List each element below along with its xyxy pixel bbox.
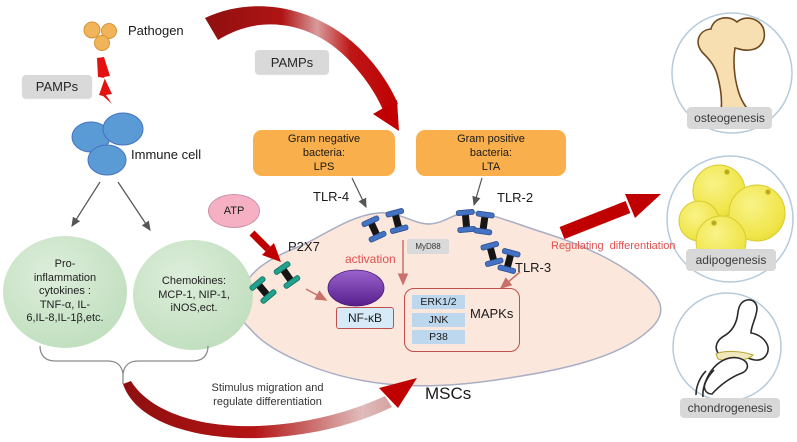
tlr3-to-mapk-arrow (499, 271, 521, 289)
knee-joint-icon (695, 299, 769, 398)
tlr4-label: TLR-4 (313, 189, 350, 204)
pro-inflammation-line: cytokines : (39, 285, 91, 297)
pro-inflammation-line: TNF-α, IL- (39, 298, 91, 311)
lightning-icon (97, 57, 112, 104)
pamps-center-badge: PAMPs (255, 50, 329, 74)
erk-chip: ERK1/2 (412, 295, 465, 309)
atp-arrowhead (262, 243, 281, 262)
immune-cell-icon (71, 112, 144, 176)
gram-negative-box: Gram negative bacteria: LPS (253, 130, 395, 176)
brace (39, 345, 209, 384)
nfkb-box: NF-κB (336, 307, 394, 329)
p38-chip: P38 (412, 330, 465, 344)
regulating-differentiation-label: Regulating differentiation (551, 240, 676, 252)
p2x7-label: P2X7 (288, 239, 320, 254)
gram-negative-line: bacteria: (302, 147, 346, 159)
activation-label: activation (345, 252, 396, 266)
adipogenesis-label: adipogenesis (686, 249, 776, 271)
regulating-arrow-shaft (559, 200, 631, 240)
pro-inflammation-text: Pro- inflammation cytokines : TNF-α, IL-… (10, 258, 120, 326)
pamps-to-bacteria-arrow (205, 6, 398, 111)
gram-negative-line: Gram negative (287, 133, 361, 145)
stimulus-caption-line: regulate differentiation (213, 396, 322, 408)
chemokines-text: Chemokines: MCP-1, NIP-1, iNOS,ect. (138, 275, 250, 316)
osteogenesis-label: osteogenesis (687, 107, 772, 129)
chemokines-ellipse (133, 240, 253, 350)
chemokines-line: MCP-1, NIP-1, (158, 288, 230, 301)
gram-positive-line: LTA (481, 161, 501, 173)
pathogen-icon (83, 21, 117, 51)
stimulus-caption-line: Stimulus migration and (211, 382, 324, 394)
regulating-arrowhead (625, 194, 661, 218)
gram-positive-box: Gram positive bacteria: LTA (416, 130, 566, 176)
mapks-label: MAPKs (470, 306, 514, 321)
gram-positive-line: Gram positive (457, 133, 525, 145)
arrow-to-cytokines (71, 181, 101, 228)
stimulus-caption: Stimulus migration and regulate differen… (185, 381, 350, 409)
pamps-left-badge: PAMPs (22, 75, 92, 98)
nfkb-complex-icon (327, 269, 385, 307)
gram-positive-line: bacteria: (469, 147, 513, 159)
lps-to-tlr4-arrow (351, 177, 367, 209)
arrow-to-chemokines (117, 181, 151, 231)
atp-arrow-shaft (249, 230, 271, 252)
pro-inflammation-line: inflammation (33, 271, 97, 284)
cytokines-ellipse (3, 236, 127, 348)
gram-negative-line: LPS (313, 161, 335, 173)
mscs-label: MSCs (425, 384, 472, 403)
tlr2-label: TLR-2 (497, 190, 534, 205)
mapk-box (404, 288, 520, 352)
chemokines-line: iNOS,ect. (170, 302, 218, 314)
stimulus-migration-arrow (123, 381, 392, 439)
p2x7-to-nfkb-arrow (305, 288, 328, 301)
atp-badge: ATP (208, 194, 260, 228)
chemokines-line: Chemokines: (161, 275, 227, 287)
pamps-to-bacteria-arrowhead (373, 100, 399, 131)
pathogen-label: Pathogen (128, 23, 184, 38)
pro-inflammation-line: 6,IL-8,IL-1β,etc. (26, 312, 104, 324)
pro-inflammation-line: Pro- (54, 258, 76, 270)
lta-to-tlr2-arrow (472, 177, 483, 207)
myd88-badge: MyD88 (407, 239, 449, 254)
tlr3-label: TLR-3 (515, 260, 552, 275)
immune-cell-label: Immune cell (131, 147, 202, 162)
chondrogenesis-label: chondrogenesis (680, 398, 780, 418)
stimulus-migration-arrowhead (379, 378, 417, 408)
jnk-chip: JNK (412, 313, 465, 327)
bone-icon (697, 17, 766, 123)
